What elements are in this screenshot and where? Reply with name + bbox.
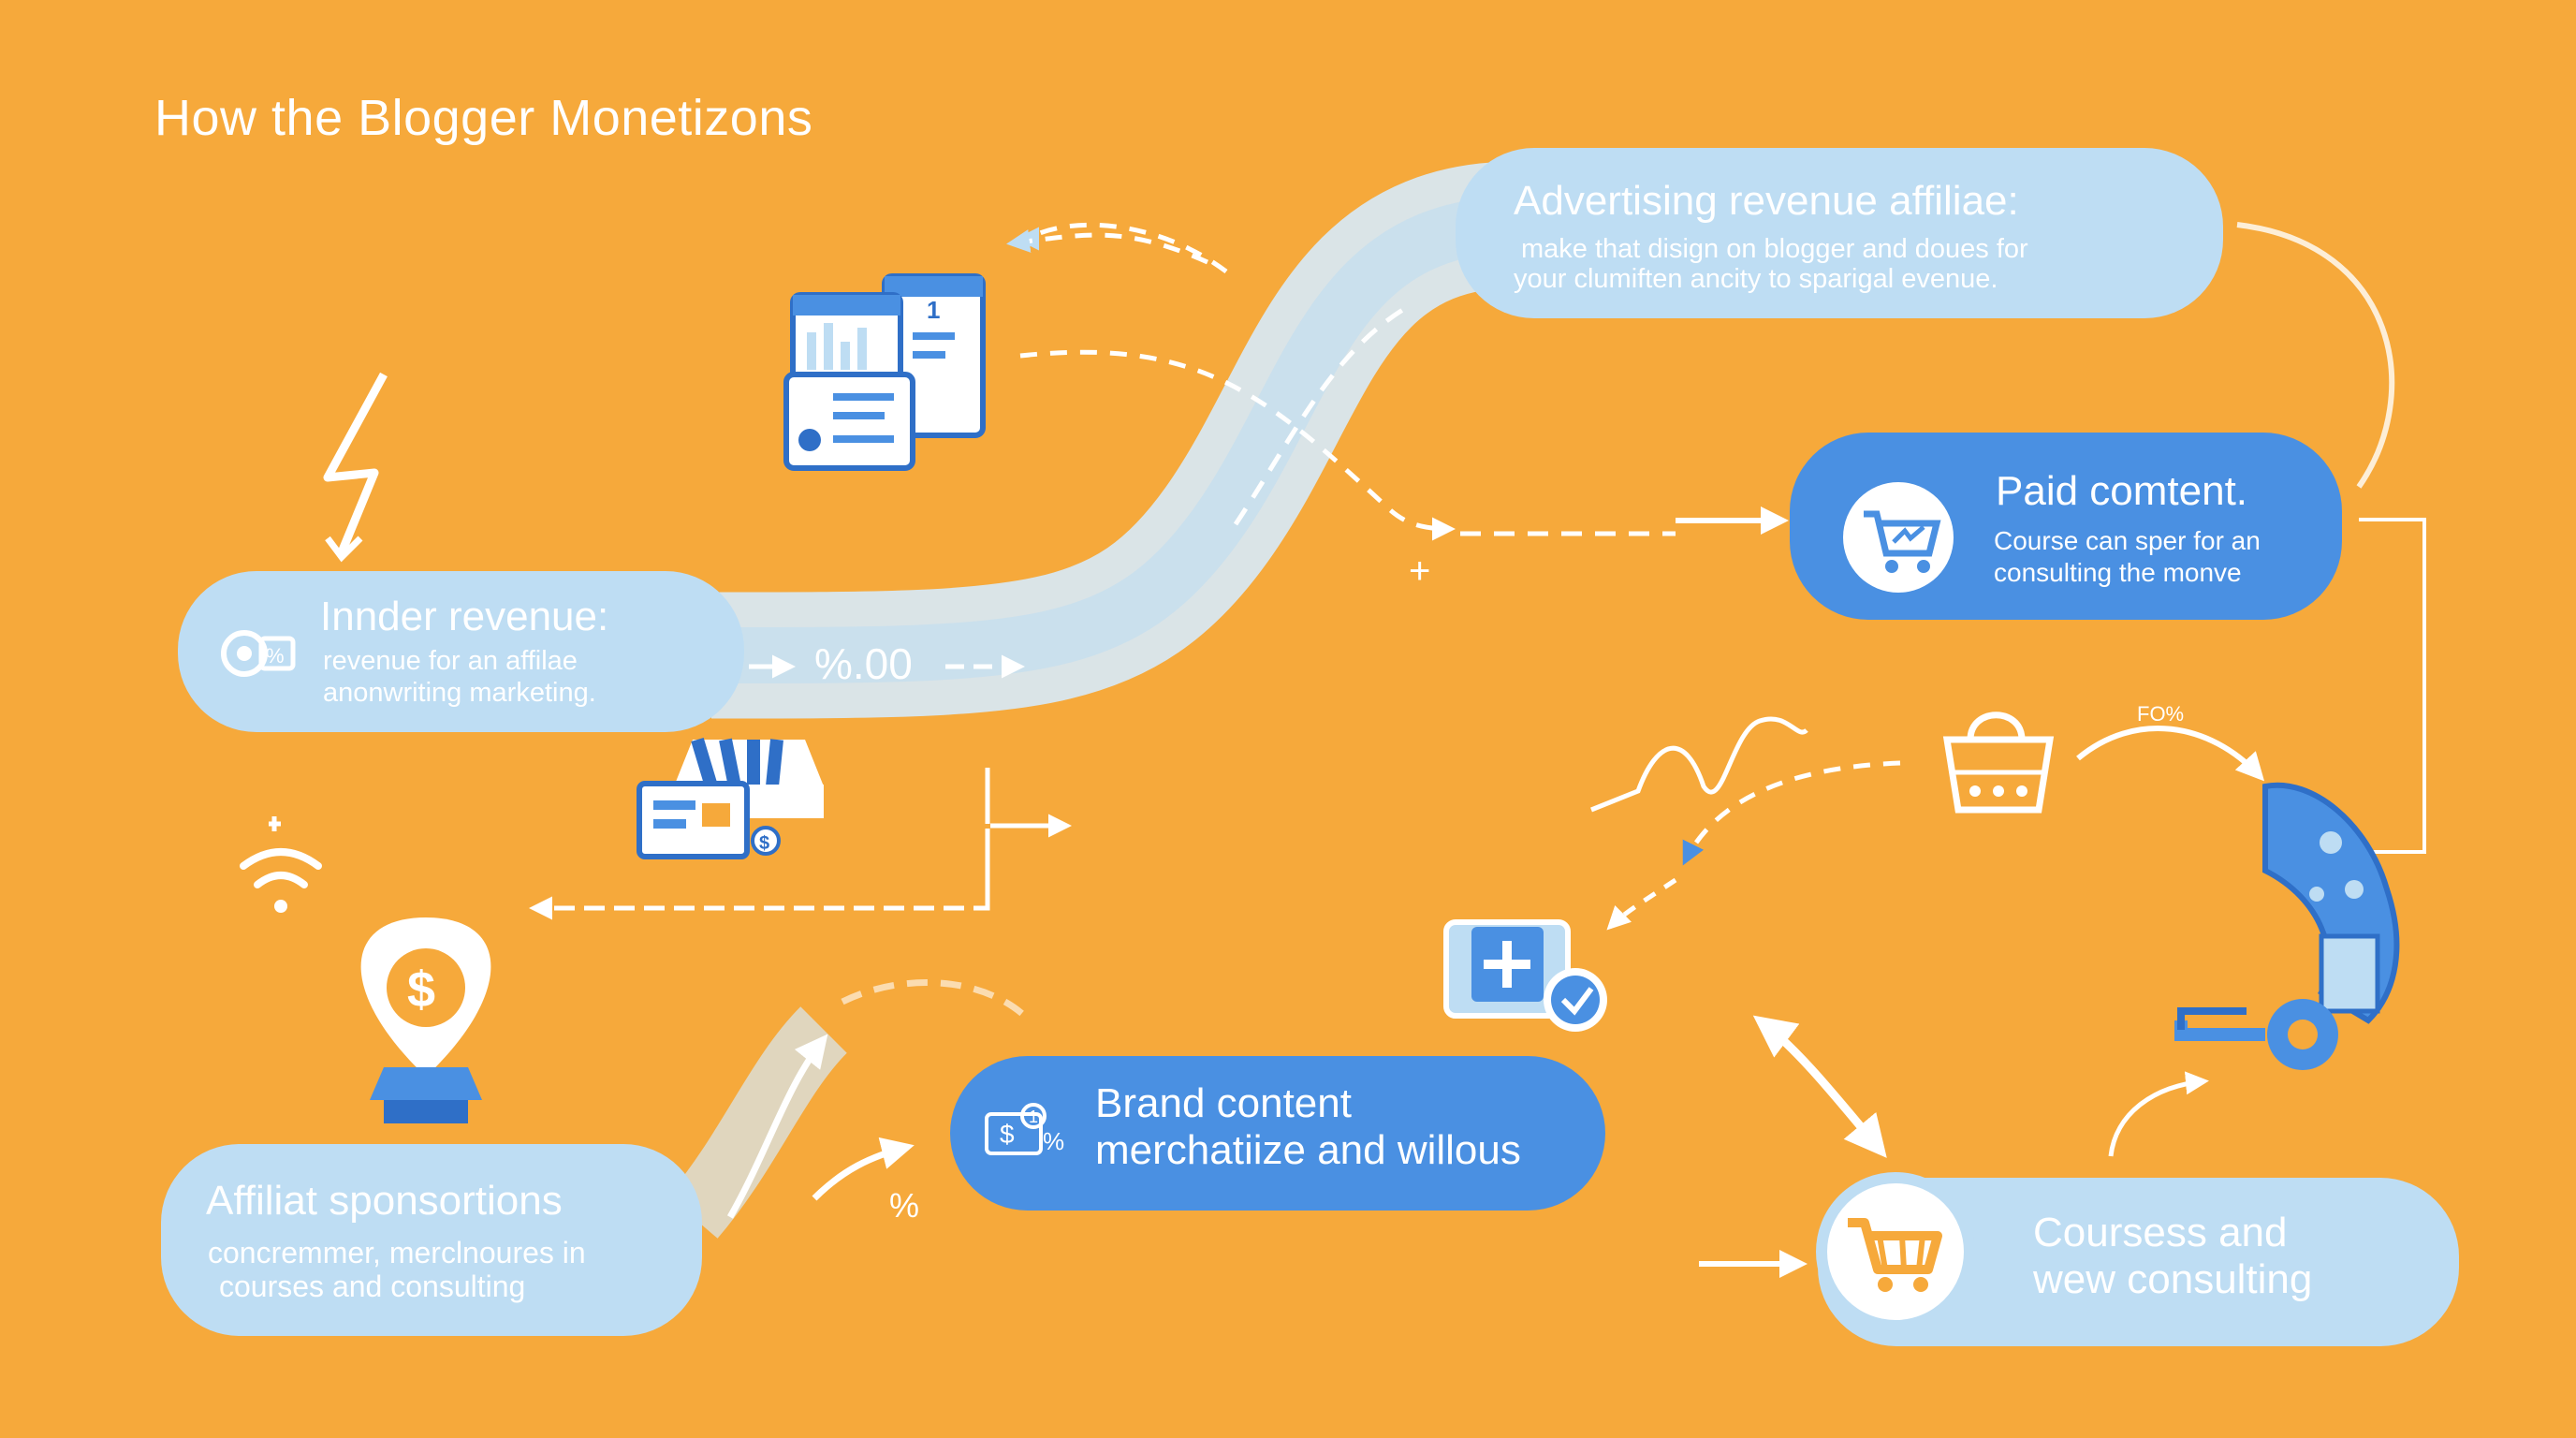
percent-label: %	[889, 1186, 919, 1225]
fo-percent-label: FO%	[2137, 702, 2184, 726]
courses-line-2: wew consulting	[2033, 1256, 2313, 1302]
svg-text:$: $	[1000, 1120, 1015, 1149]
shopping-cart-icon	[1843, 482, 1954, 593]
shopping-basket-icon	[1942, 712, 2055, 814]
svg-text:%: %	[1043, 1127, 1064, 1155]
dollar-screen-icon: $ 1 %	[983, 1101, 1076, 1171]
dashboard-screens-icon: 1	[783, 273, 986, 471]
medical-plus-icon	[1443, 919, 1607, 1032]
screens-dashed-arrow	[1019, 349, 1456, 541]
target-percent-icon: %	[220, 625, 304, 686]
affiliat-line-1: concremmer, merclnoures in	[208, 1236, 586, 1269]
innder-revenue-node: % Innder revenue: revenue for an affilae…	[178, 571, 744, 732]
wifi-icon	[240, 816, 322, 913]
advertising-line-2: your clumiften ancity to sparigal evenue…	[1514, 264, 1998, 294]
lower-ribbon	[667, 1006, 848, 1239]
right-bracket	[2359, 518, 2426, 854]
plus-sign: +	[1409, 550, 1430, 592]
svg-text:%: %	[266, 644, 285, 668]
paid-content-line-2: consulting the monve	[1994, 558, 2242, 587]
courses-cart-badge	[1816, 1172, 1975, 1331]
svg-text:$: $	[407, 961, 435, 1018]
shopping-cart-icon	[1848, 1218, 1942, 1292]
dollar-pin-icon: $	[360, 917, 491, 1123]
to-robot-arrow	[2108, 1071, 2209, 1157]
paid-content-line-1: Course can sper for an	[1994, 526, 2261, 555]
paid-content-node: Paid comtent. Course can sper for an con…	[1790, 433, 2342, 620]
lower-curved-arrow	[726, 1034, 828, 1219]
affiliat-sponsortions-node: Affiliat sponsortions concremmer, mercln…	[161, 1144, 702, 1336]
fo-arrow	[2076, 725, 2265, 782]
affiliat-line-2: courses and consulting	[219, 1269, 526, 1303]
affiliat-heading: Affiliat sponsortions	[206, 1178, 563, 1224]
robot-arm-gear-icon	[2174, 782, 2400, 1070]
advertising-heading: Advertising revenue affiliae:	[1514, 178, 2019, 224]
double-arrow	[1752, 1015, 1887, 1158]
brand-content-line-1: Brand content	[1095, 1080, 1352, 1126]
basket-dashed-arrow	[1682, 760, 1901, 866]
advertising-line-1: make that disign on blogger and doues fo…	[1521, 234, 2028, 264]
innder-revenue-heading: Innder revenue:	[320, 594, 609, 639]
medical-dashed-arrow	[1606, 877, 1677, 931]
innder-revenue-line-2: anonwriting marketing.	[323, 678, 596, 708]
storefront-icon: $	[637, 737, 824, 859]
squiggle-line	[1590, 716, 1808, 813]
innder-revenue-line-1: revenue for an affilae	[323, 646, 578, 676]
courses-line-1: Coursess and	[2033, 1210, 2288, 1255]
lightning-icon	[323, 372, 388, 563]
paid-content-heading: Paid comtent.	[1996, 468, 2248, 514]
brand-content-line-2: merchatiize and willous	[1095, 1127, 1521, 1173]
percent-value-label: %.00	[814, 639, 913, 688]
svg-text:1: 1	[927, 296, 940, 324]
lower-dashed-arc	[841, 979, 1032, 1023]
svg-text:1: 1	[1029, 1108, 1038, 1126]
flow-ribbon-shade	[710, 197, 1517, 683]
to-brand-arrow	[812, 1137, 915, 1201]
brand-content-node: $ 1 % Brand content merchatiize and will…	[950, 1056, 1605, 1211]
top-left-dashed-arrow	[1006, 229, 1209, 265]
ribbon-dashed-arrow	[1233, 306, 1406, 526]
advertising-revenue-node: Advertising revenue affiliae: make that …	[1456, 148, 2223, 318]
top-dashed-arrow	[1018, 222, 1228, 274]
svg-text:$: $	[759, 833, 769, 854]
advertising-to-paid-arc	[2236, 222, 2395, 489]
page-title: How the Blogger Monetizons	[154, 90, 813, 146]
